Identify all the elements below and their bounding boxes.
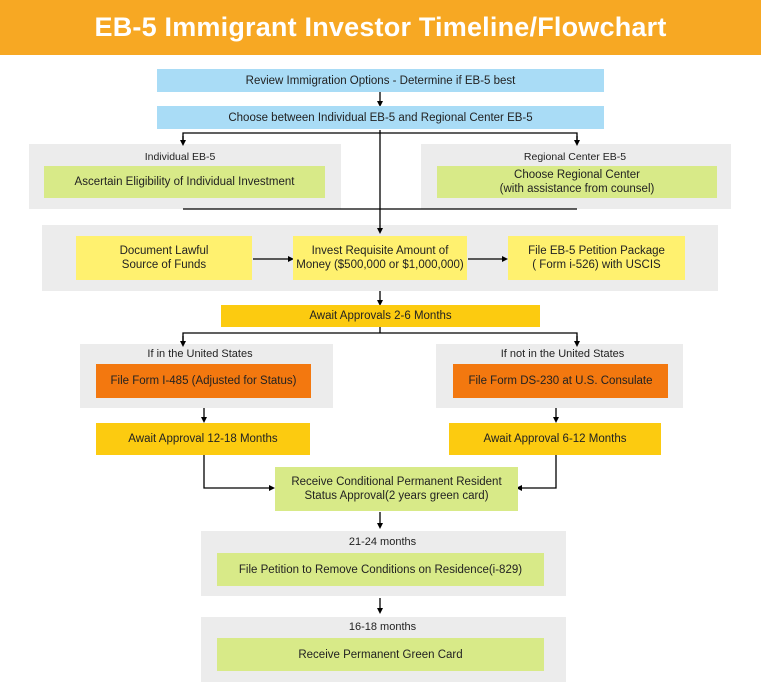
choose-eb5-box: Choose between Individual EB-5 and Regio… <box>157 106 604 129</box>
page-title: EB-5 Immigrant Investor Timeline/Flowcha… <box>0 0 761 55</box>
months-21-24-label: 21-24 months <box>348 536 417 548</box>
months-16-18-label: 16-18 months <box>348 621 417 633</box>
conditional-residence-box: Receive Conditional Permanent Resident S… <box>275 467 518 511</box>
invest-money-box: Invest Requisite Amount of Money ($500,0… <box>293 236 467 280</box>
choose-regional-center-line2: (with assistance from counsel) <box>499 183 655 195</box>
document-funds-line2: Source of Funds <box>121 259 207 271</box>
individual-eb5-label: Individual EB-5 <box>144 151 216 163</box>
split-connector-2 <box>182 332 578 342</box>
ascertain-eligibility-box: Ascertain Eligibility of Individual Inve… <box>44 166 325 198</box>
await-approvals-box: Await Approvals 2-6 Months <box>221 305 540 327</box>
arrow-await-nonus-to-conditional <box>516 455 557 491</box>
file-petition-line2: ( Form i-526) with USCIS <box>532 259 661 271</box>
us-label: If in the United States <box>147 348 253 360</box>
invest-money-line2: Money ($500,000 or $1,000,000) <box>296 259 464 271</box>
conditional-residence-line1: Receive Conditional Permanent Resident <box>291 476 502 488</box>
await-us-box: Await Approval 12-18 Months <box>96 423 310 455</box>
arrow-await-us-to-conditional <box>203 455 275 491</box>
nonus-label: If not in the United States <box>500 348 625 360</box>
file-i485-box: File Form I-485 (Adjusted for Status) <box>96 364 311 398</box>
choose-regional-center-line1: Choose Regional Center <box>514 169 640 181</box>
review-options-box: Review Immigration Options - Determine i… <box>157 69 604 92</box>
file-ds230-box: File Form DS-230 at U.S. Consulate <box>453 364 668 398</box>
conditional-residence-line2: Status Approval(2 years green card) <box>304 490 489 502</box>
invest-money-line1: Invest Requisite Amount of <box>311 245 449 257</box>
file-petition-line1: File EB-5 Petition Package <box>528 245 665 257</box>
file-petition-box: File EB-5 Petition Package ( Form i-526)… <box>508 236 685 280</box>
await-nonus-box: Await Approval 6-12 Months <box>449 423 661 455</box>
document-funds-box: Document Lawful Source of Funds <box>76 236 252 280</box>
regional-center-label: Regional Center EB-5 <box>523 151 627 163</box>
document-funds-line1: Document Lawful <box>119 245 209 257</box>
remove-conditions-box: File Petition to Remove Conditions on Re… <box>217 553 544 586</box>
choose-regional-center-box: Choose Regional Center (with assistance … <box>437 166 717 198</box>
permanent-green-card-box: Receive Permanent Green Card <box>217 638 544 671</box>
